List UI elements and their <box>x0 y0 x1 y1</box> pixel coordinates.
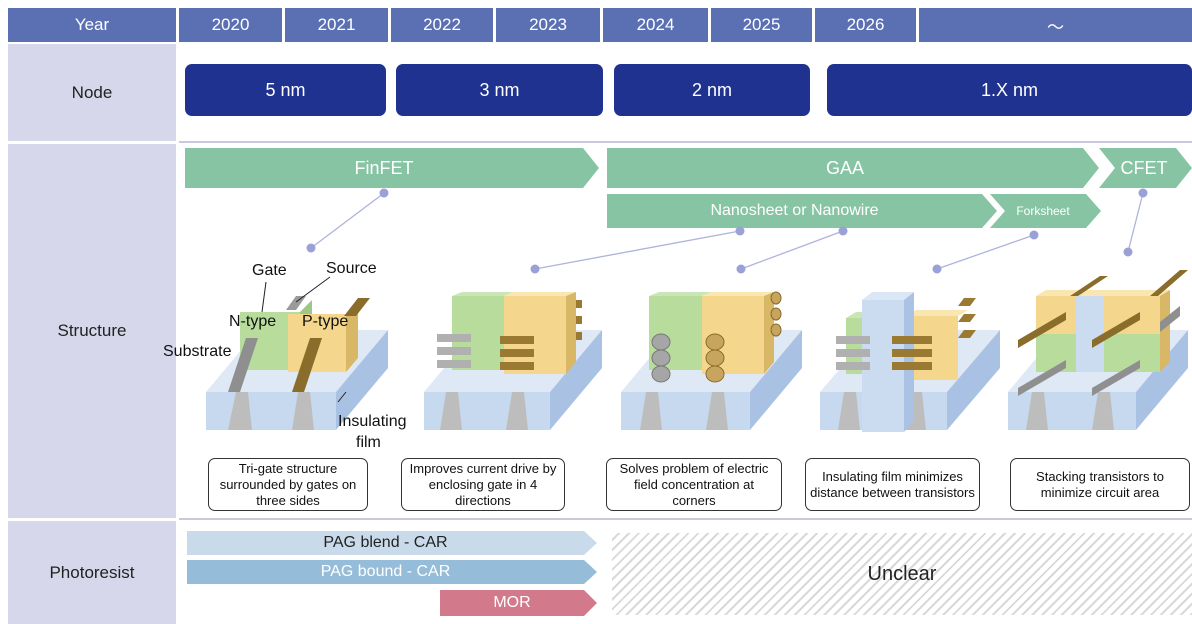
nanosheet-illustration <box>424 292 602 430</box>
row-label-photoresist: Photoresist <box>8 521 176 624</box>
unclear-region: Unclear <box>612 533 1192 615</box>
pag-blend-label: PAG blend - CAR <box>323 534 448 551</box>
finfet-illustration <box>206 276 388 430</box>
gate-label: Gate <box>252 262 287 279</box>
year-2021: 2021 <box>285 8 388 42</box>
caption-finfet: Tri-gate structure surrounded by gates o… <box>208 458 368 511</box>
pag-blend-arrow <box>187 531 597 555</box>
unclear-label: Unclear <box>867 562 937 585</box>
film-label: film <box>356 434 381 451</box>
mor-label: MOR <box>493 594 531 611</box>
finfet-label: FinFET <box>354 157 414 178</box>
finfet-arrow <box>185 148 599 188</box>
nanosheet-label: Nanosheet or Nanowire <box>710 202 879 219</box>
cfet-arrow <box>1099 148 1192 188</box>
year-2024: 2024 <box>603 8 708 42</box>
node-3nm: 3 nm <box>396 64 603 116</box>
year-2026: 2026 <box>815 8 916 42</box>
ntype-label: N-type <box>229 313 277 330</box>
year-2022: 2022 <box>391 8 493 42</box>
cfet-label: CFET <box>1120 157 1168 178</box>
forksheet-illustration <box>820 292 1000 432</box>
insulating-label: Insulating <box>338 413 407 430</box>
year-2023: 2023 <box>496 8 600 42</box>
forksheet-arrow <box>990 194 1101 228</box>
year-header: Year <box>8 8 176 42</box>
node-2nm: 2 nm <box>614 64 810 116</box>
caption-nanosheet: Improves current drive by enclosing gate… <box>401 458 565 511</box>
mor-arrow <box>440 590 597 616</box>
cfet-illustration <box>1008 270 1188 430</box>
year-future: ～ <box>919 8 1192 42</box>
row-label-node: Node <box>8 44 176 141</box>
nanowire-illustration <box>621 291 802 430</box>
substrate-label: Substrate <box>163 343 232 360</box>
row-divider <box>179 518 1192 520</box>
row-label-structure: Structure <box>8 144 176 518</box>
ptype-label: P-type <box>302 313 349 330</box>
caption-forksheet: Insulating film minimizes distance betwe… <box>805 458 980 511</box>
source-label: Source <box>326 260 377 277</box>
pag-bound-arrow <box>187 560 597 584</box>
node-5nm: 5 nm <box>185 64 386 116</box>
caption-nanowire: Solves problem of electric field concent… <box>606 458 782 511</box>
row-divider <box>179 141 1192 143</box>
forksheet-label: Forksheet <box>1016 204 1070 218</box>
gaa-label: GAA <box>825 157 864 178</box>
year-2025: 2025 <box>711 8 812 42</box>
nanosheet-arrow <box>607 194 997 228</box>
node-1xnm: 1.X nm <box>827 64 1192 116</box>
gaa-arrow <box>607 148 1099 188</box>
year-2020: 2020 <box>179 8 282 42</box>
pag-bound-label: PAG bound - CAR <box>320 563 451 580</box>
caption-cfet: Stacking transistors to minimize circuit… <box>1010 458 1190 511</box>
